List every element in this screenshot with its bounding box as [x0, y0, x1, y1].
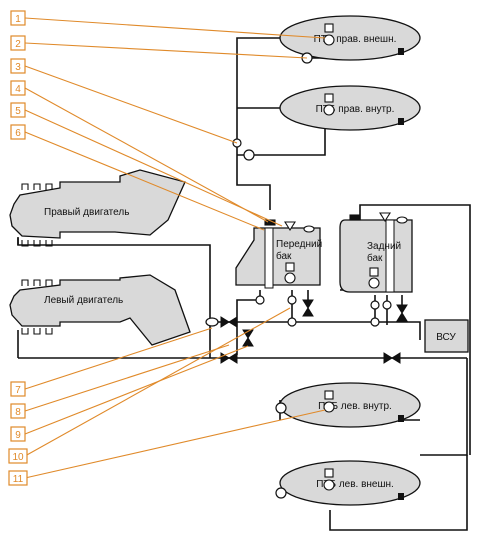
right-engine-label: Правый двигатель — [44, 207, 129, 218]
callout-3: 3 — [15, 62, 21, 73]
left-engine: Левый двигатель — [9, 274, 191, 346]
callout-11: 11 — [13, 474, 24, 485]
ptb-left-outer-tank: ПТБ лев. внешн. — [279, 460, 421, 506]
ptb-left-outer-label: ПТБ лев. внешн. — [316, 479, 394, 490]
valves — [220, 299, 408, 364]
pipe-sensor-icons — [205, 138, 392, 327]
callout-4: 4 — [15, 84, 21, 95]
rear-tank-label-2: бак — [367, 252, 383, 264]
apu-unit: ВСУ — [424, 319, 469, 353]
callout-8: 8 — [15, 407, 21, 418]
callout-9: 9 — [15, 430, 21, 441]
ptb-outlet-stubs — [398, 48, 404, 500]
ptb-right-inner-label: ПТБ прав. внутр. — [316, 104, 395, 115]
callout-1: 1 — [15, 14, 21, 25]
callout-7: 7 — [15, 385, 21, 396]
left-engine-label: Левый двигатель — [44, 295, 123, 306]
callout-leaders — [24, 17, 326, 479]
right-engine: Правый двигатель — [9, 169, 186, 247]
ptb-right-outer-tank: ПТБ прав. внешн. — [279, 15, 421, 61]
ptb-right-outer-label: ПТБ прав. внешн. — [314, 34, 397, 45]
rear-tank-label-1: Задний — [367, 241, 401, 252]
rear-tank: Задний бак — [339, 219, 413, 293]
ptb-right-inner-tank: ПТБ прав. внутр. — [279, 85, 421, 131]
ptb-left-inner-label: ПТБ лев. внутр. — [318, 401, 392, 412]
ptb-pump-icons — [323, 23, 335, 491]
callout-10: 10 — [12, 452, 24, 463]
apu-label: ВСУ — [436, 332, 456, 343]
front-tank: Передний бак — [235, 227, 322, 289]
callout-5: 5 — [15, 106, 21, 117]
callout-2: 2 — [15, 39, 21, 50]
front-tank-label-2: бак — [276, 250, 292, 262]
callout-boxes: 1 2 3 4 5 6 7 8 9 10 11 — [8, 10, 28, 486]
callout-6: 6 — [15, 128, 21, 139]
rear-tank-top-fittings — [349, 212, 408, 224]
front-tank-label-1: Передний — [276, 239, 322, 250]
